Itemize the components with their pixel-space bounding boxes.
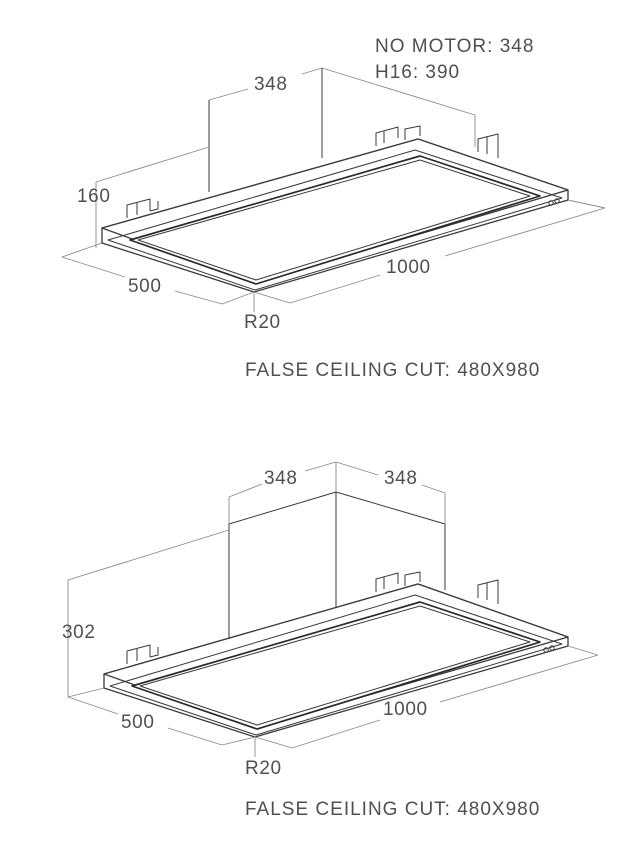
top-width-label: 1000 bbox=[386, 257, 431, 278]
bottom-radius-label: R20 bbox=[245, 758, 282, 779]
top-note-h16: H16: 390 bbox=[375, 62, 460, 83]
top-depth-label: 500 bbox=[128, 276, 162, 297]
top-motor-depth-label: 348 bbox=[254, 74, 288, 95]
top-note-no-motor: NO MOTOR: 348 bbox=[375, 36, 534, 57]
bottom-motor-dimension-lines bbox=[228, 461, 446, 524]
top-hood-drawing: 348 160 500 1000 R20 bbox=[61, 67, 606, 333]
bottom-hood-body bbox=[103, 571, 569, 738]
bottom-height-label: 302 bbox=[62, 622, 96, 643]
bottom-depth-label: 500 bbox=[121, 712, 155, 733]
bottom-cut-note: FALSE CEILING CUT: 480X980 bbox=[245, 799, 540, 820]
bottom-depth-width-dimension bbox=[67, 645, 599, 757]
top-depth-width-dimension bbox=[61, 199, 606, 312]
bottom-hood-drawing: 348 348 302 500 1000 R20 bbox=[62, 461, 599, 779]
bottom-motor-width-label: 348 bbox=[264, 468, 298, 489]
bottom-height-dimension bbox=[67, 529, 230, 698]
top-cut-note: FALSE CEILING CUT: 480X980 bbox=[245, 360, 540, 381]
top-height-label: 160 bbox=[77, 186, 111, 207]
top-motor-box bbox=[208, 68, 323, 192]
top-radius-label: R20 bbox=[244, 312, 281, 333]
top-hood-body bbox=[101, 125, 569, 293]
bottom-motor-depth-label: 348 bbox=[384, 468, 418, 489]
top-height-dimension bbox=[61, 146, 210, 258]
bottom-width-label: 1000 bbox=[383, 699, 428, 720]
